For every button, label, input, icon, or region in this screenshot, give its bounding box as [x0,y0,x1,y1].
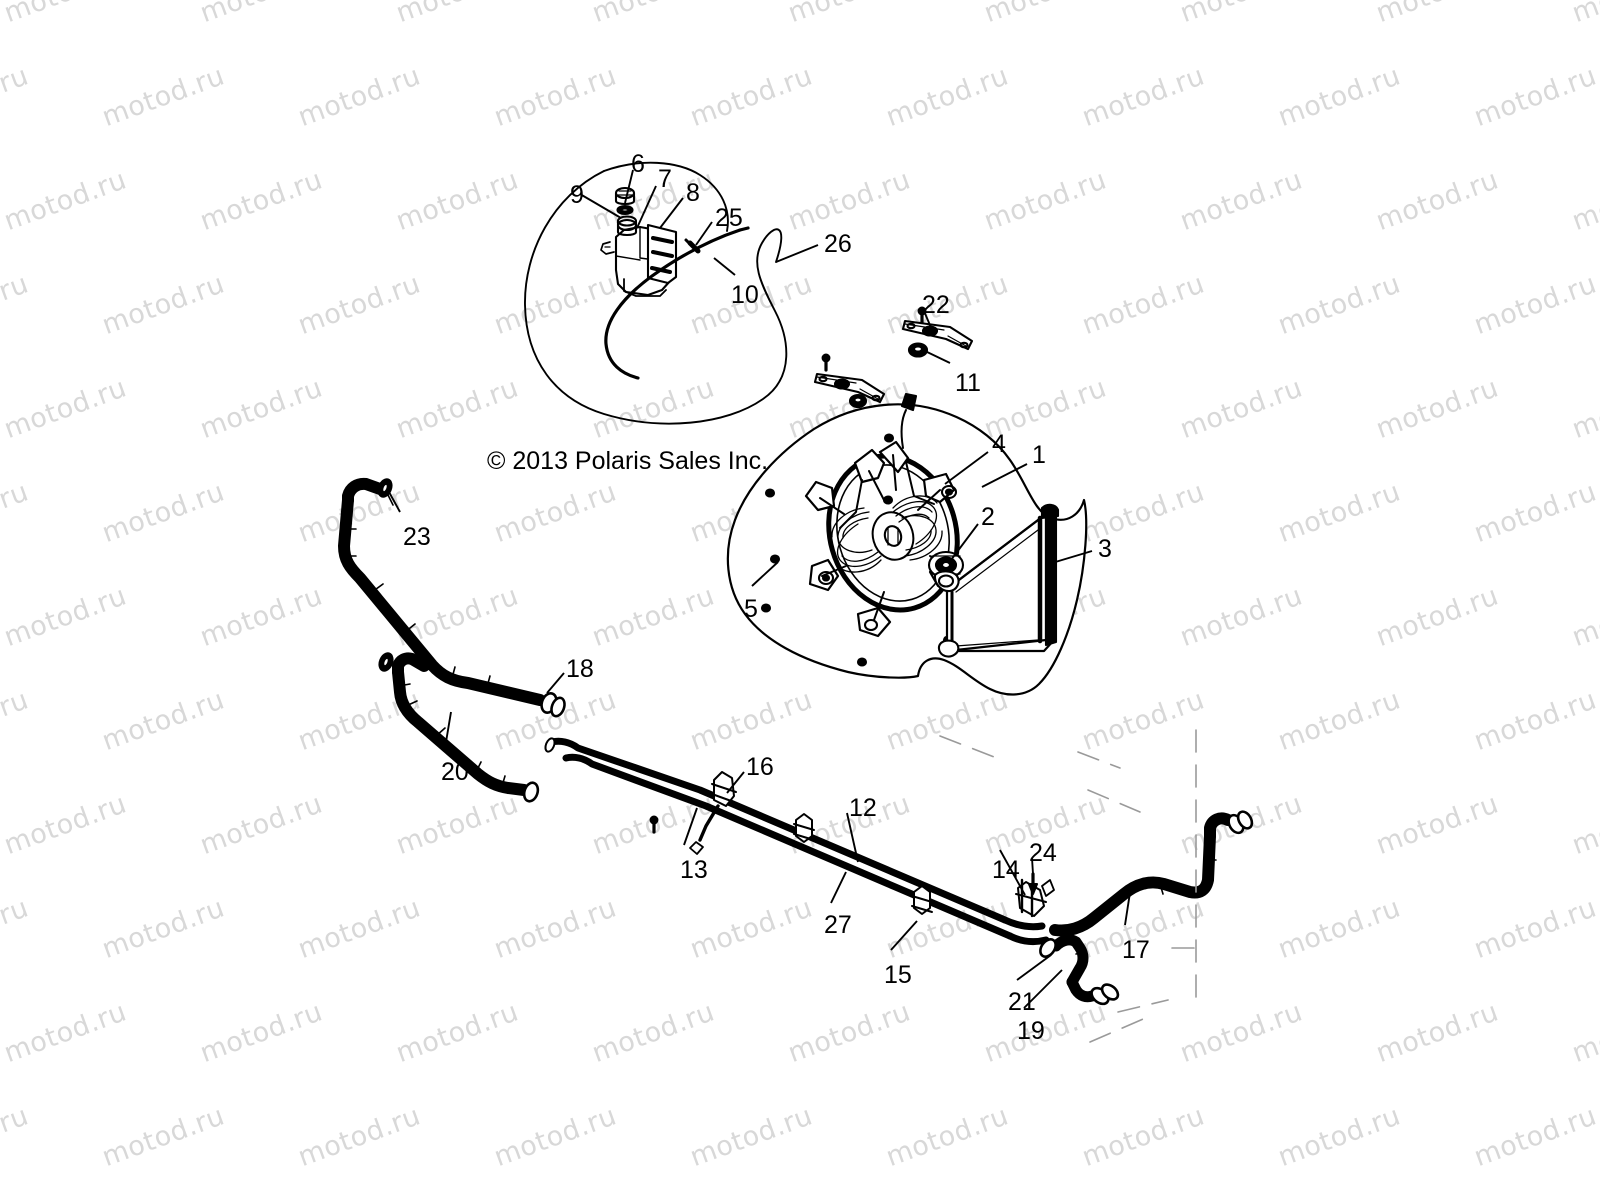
callout-10-overflow-hose[interactable]: 10 [731,281,759,309]
callout-1-fan-shroud-assembly[interactable]: 1 [1032,441,1046,469]
callout-8-coolant-reservoir-bottle[interactable]: 8 [686,179,700,207]
callout-20-heater-hose-lower[interactable]: 20 [441,758,469,786]
callout-14-tube-junction-bracket[interactable]: 14 [992,856,1020,884]
overflow-hose [604,226,750,380]
callout-21-hose-clamp-bypass[interactable]: 21 [1008,988,1036,1016]
callout-3-radiator-core[interactable]: 3 [1098,535,1112,563]
copyright-notice: © 2013 Polaris Sales Inc. [487,447,769,475]
tube-retainer-clip-middle [793,813,815,843]
radiator-mount-bracket-lower [813,353,886,409]
callout-2-radiator-mount-grommet[interactable]: 2 [981,503,995,531]
bracket-nut [907,342,929,358]
callout-6-reservoir-cap[interactable]: 6 [631,150,645,178]
callout-16-tube-retainer-clip-upper[interactable]: 16 [746,753,774,781]
radiator-hose-right [1049,810,1254,937]
callout-12-coolant-tube-upper[interactable]: 12 [849,794,877,822]
reservoir-group-outline [524,161,788,425]
callout-5-shroud-outline[interactable]: 5 [744,595,758,623]
phantom-reference-lines [939,729,1197,1043]
callout-15-tube-retainer-clip-lower[interactable]: 15 [884,961,912,989]
hose-clamp-lower [378,652,394,672]
callout-11-bracket-nut[interactable]: 11 [955,369,981,397]
callout-19-bypass-hose-short[interactable]: 19 [1017,1017,1045,1045]
callout-27-coolant-tube-lower[interactable]: 27 [824,911,852,939]
tube-retainer-clip-lower [911,885,933,915]
callout-7-reservoir-neck[interactable]: 7 [658,165,672,193]
radiator-core [933,503,1060,658]
callout-9-reservoir-o-ring[interactable]: 9 [570,181,584,209]
callout-26-reservoir-group-outline[interactable]: 26 [824,230,852,258]
bracket-screw [1027,872,1039,896]
coolant-tube-upper [544,737,1009,924]
hose-clamp-upper [377,478,394,506]
callout-23-hose-clamp-upper[interactable]: 23 [403,523,431,551]
callout-25-overflow-hose-clamp[interactable]: 25 [715,204,743,232]
callout-18-heater-hose-upper[interactable]: 18 [566,655,594,683]
callout-17-radiator-hose-right[interactable]: 17 [1122,936,1150,964]
callout-24-bracket-screw[interactable]: 24 [1029,839,1057,867]
callout-4-cooling-fan[interactable]: 4 [992,430,1006,458]
coolant-reservoir-bottle [600,223,678,297]
reservoir-cap [614,186,636,206]
reservoir-neck [616,215,638,237]
coolant-tube-lower [562,753,1014,940]
bypass-hose-short [1039,934,1120,1006]
heater-hose-upper [338,477,566,718]
reservoir-o-ring [616,204,634,216]
callout-13-tube-mount-screw[interactable]: 13 [680,856,708,884]
coolant-tube-left-end [544,737,556,753]
overflow-hose-clamp [684,238,701,254]
callout-22-radiator-mount-bracket[interactable]: 22 [922,291,950,319]
coolant-tube-right-bend [1001,916,1050,946]
